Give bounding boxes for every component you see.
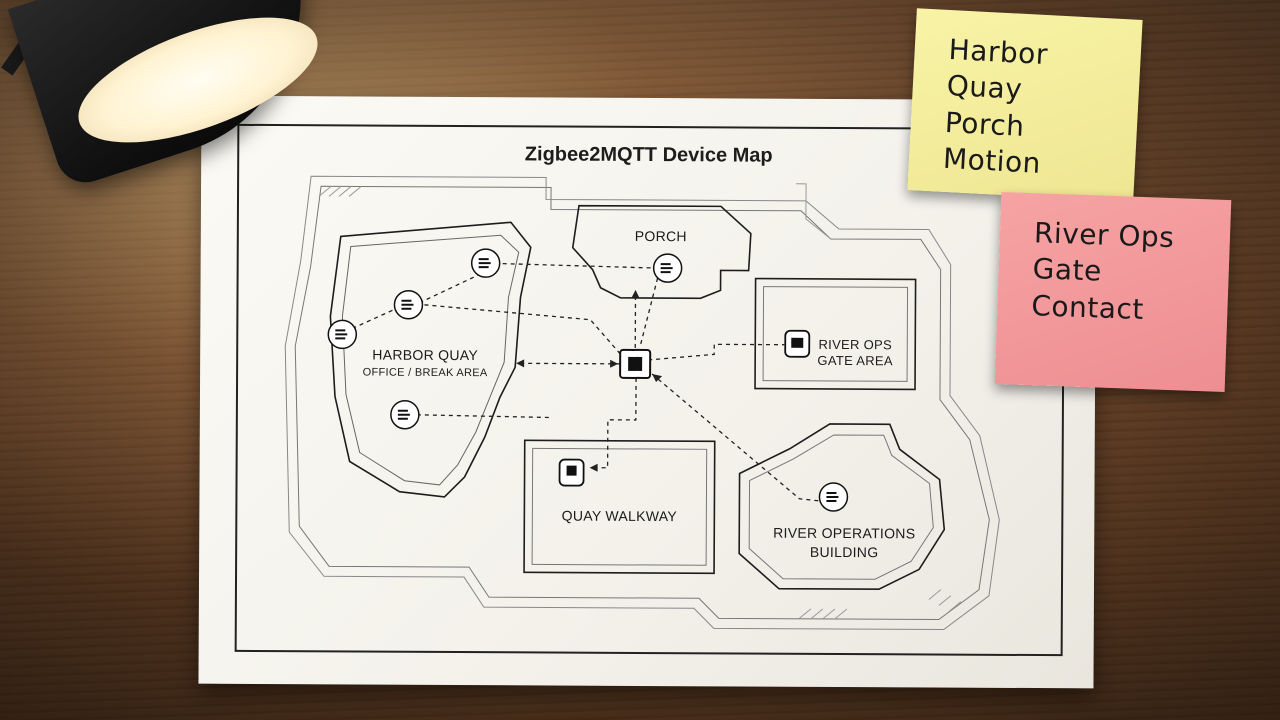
area-label-quay-walkway: QUAY WALKWAY — [561, 507, 678, 525]
note-line: Contact — [1030, 288, 1145, 326]
area-label-porch: PORCH — [634, 227, 687, 245]
sticky-note-pink: River Ops Gate Contact — [994, 192, 1232, 392]
area-label-river-ops-gate-2: GATE AREA — [817, 352, 893, 369]
zigbee-router-icon[interactable] — [327, 319, 358, 350]
zigbee-router-icon[interactable] — [470, 248, 501, 278]
floor-plan-sheet: Zigbee2MQTT Device Map — [198, 95, 1097, 689]
zigbee-router-icon[interactable] — [652, 253, 683, 283]
zigbee-router-icon[interactable] — [818, 482, 849, 512]
zigbee-router-icon[interactable] — [393, 289, 424, 320]
area-label-harbor-quay: HARBOR QUAY — [372, 346, 479, 364]
note-line: Harbor Quay — [946, 32, 1049, 107]
zigbee-router-icon[interactable] — [390, 399, 420, 430]
area-label-river-ops-gate-1: RIVER OPS — [818, 336, 893, 353]
zigbee-coordinator-icon[interactable] — [619, 348, 652, 379]
contact-sensor-icon[interactable] — [784, 329, 811, 358]
contact-sensor-icon[interactable] — [558, 458, 585, 487]
note-line: River Ops — [1033, 216, 1175, 255]
note-line: Gate — [1032, 252, 1103, 288]
floor-plan-drawing — [284, 175, 1000, 631]
sticky-note-yellow: Harbor Quay Porch Motion — [907, 8, 1143, 202]
area-label-river-ops-building-2: BUILDING — [809, 543, 879, 561]
area-label-harbor-quay-sub: OFFICE / BREAK AREA — [362, 366, 488, 380]
note-line: Motion — [942, 141, 1042, 181]
area-label-river-ops-building-1: RIVER OPERATIONS — [773, 524, 916, 542]
